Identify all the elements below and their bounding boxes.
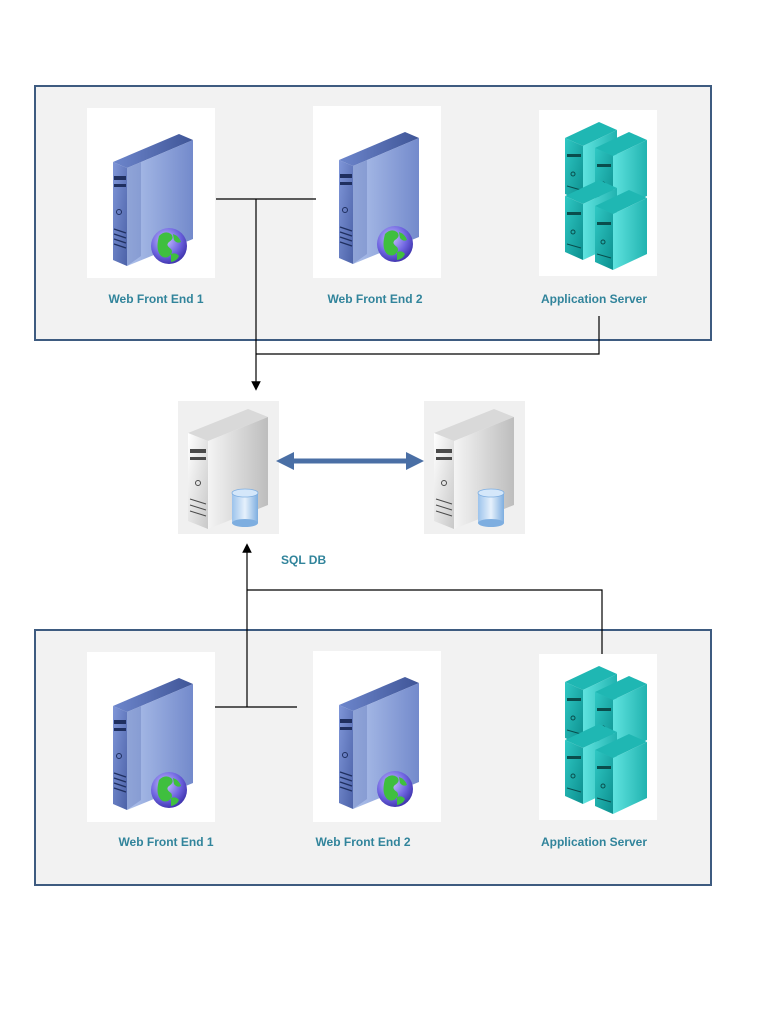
farm-bottom-server-1[interactable] xyxy=(87,652,215,822)
server-label: Web Front End 1 xyxy=(108,292,204,306)
server-label: Web Front End 2 xyxy=(315,835,411,849)
sql-db-server-secondary[interactable] xyxy=(424,401,525,534)
sql-db-label: SQL DB xyxy=(281,553,327,567)
sql-db-server-primary[interactable] xyxy=(178,401,279,534)
server-label: Application Server xyxy=(540,292,648,306)
farm-top-server-1[interactable] xyxy=(87,108,215,278)
connector-line xyxy=(247,589,603,654)
farm-bottom-server-3[interactable] xyxy=(539,654,657,820)
server-label: Web Front End 1 xyxy=(118,835,214,849)
server-label: Application Server xyxy=(540,835,648,849)
replication-arrow xyxy=(276,452,424,470)
server-label: Web Front End 2 xyxy=(327,292,423,306)
farm-top-server-2[interactable] xyxy=(313,106,441,278)
connector-line xyxy=(256,316,600,355)
farm-top-server-3[interactable] xyxy=(539,110,657,276)
farm-bottom-server-2[interactable] xyxy=(313,651,441,822)
